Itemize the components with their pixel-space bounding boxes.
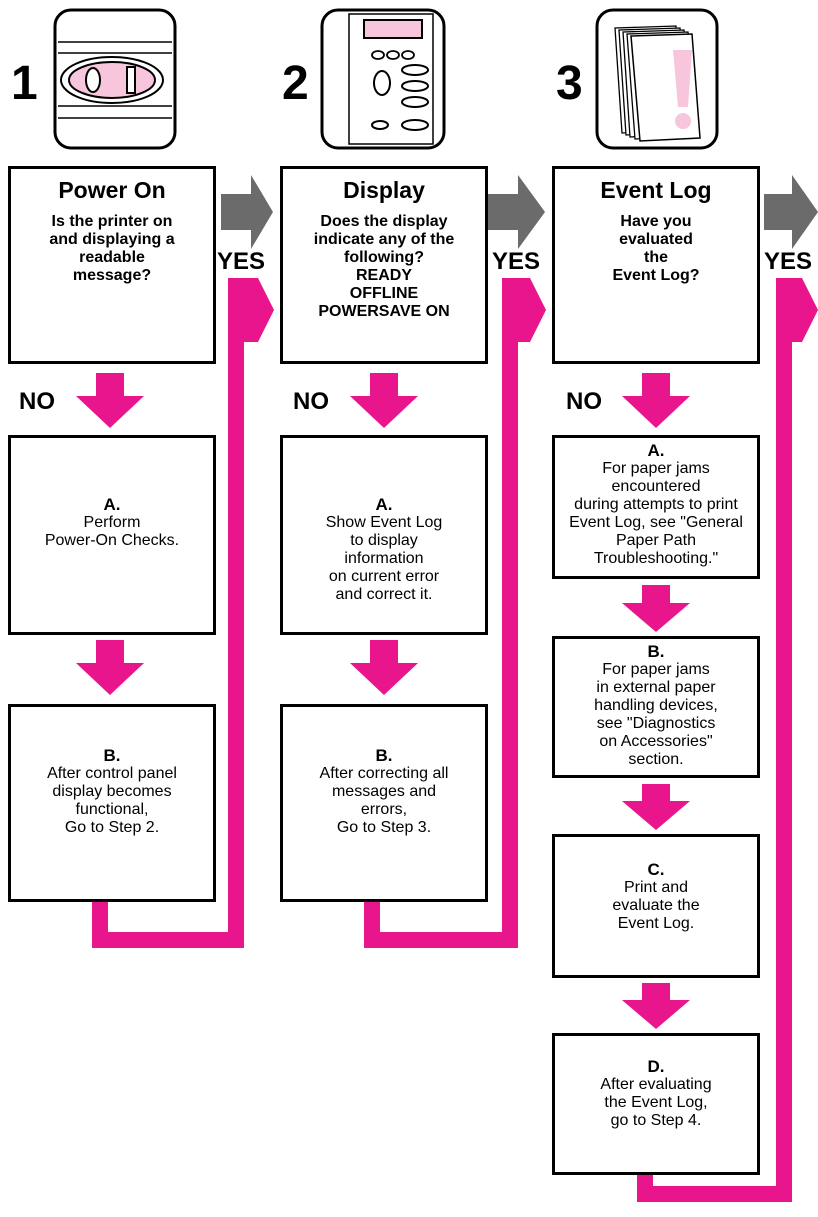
action-label-2b: B. [375,746,393,765]
yes-arrow-2 [502,278,546,342]
down-arrow-3b [622,585,690,632]
question-text-event-log: Have you evaluated the Event Log? [612,213,700,284]
action-box-1a: A. Perform Power-On Checks. [8,435,216,635]
return-connector-3 [637,296,792,1202]
gray-arrow-1 [221,175,273,249]
yes-label-3: YES [764,248,813,275]
action-box-2b: B. After correcting all messages and err… [280,704,488,902]
action-box-3a: A. For paper jams encountered during att… [552,435,760,579]
gray-arrow-2 [488,175,545,249]
action-text-3c: Print and evaluate the Event Log. [612,879,700,932]
step-number-1: 1 [11,57,38,110]
action-label-3c: C. [647,860,665,879]
action-label-1b: B. [103,746,121,765]
yes-arrow-3 [776,278,818,342]
down-arrow-1b [76,640,144,695]
yes-label-1: YES [217,248,266,275]
question-box-display: Display Does the display indicate any of… [280,166,488,364]
action-text-2a: Show Event Log to display information on… [325,514,443,603]
down-arrow-3c [622,784,690,830]
paper-stack-warning-icon [595,8,719,150]
question-box-power-on: Power On Is the printer on and displayin… [8,166,216,364]
action-box-3d: D. After evaluating the Event Log, go to… [552,1033,760,1175]
no-label-3: NO [566,388,602,415]
action-box-3c: C. Print and evaluate the Event Log. [552,834,760,978]
return-connector-1 [92,296,244,948]
action-text-1a: Perform Power-On Checks. [44,514,180,549]
yes-arrow-1 [228,278,274,342]
step-title-event-log: Event Log [600,177,712,203]
yes-label-2: YES [492,248,541,275]
power-switch-icon [53,8,177,150]
no-arrow-2 [350,373,418,428]
step-number-2: 2 [282,57,309,110]
no-label-2: NO [293,388,329,415]
step-title-display: Display [343,177,425,203]
down-arrow-2b [350,640,418,695]
action-label-1a: A. [103,495,121,514]
action-text-2b: After correcting all messages and errors… [319,765,449,836]
action-label-3d: D. [647,1057,665,1076]
action-box-1b: B. After control panel display becomes f… [8,704,216,902]
action-label-2a: A. [375,495,393,514]
gray-arrow-3 [764,175,818,249]
no-arrow-1 [76,373,144,428]
control-panel-icon [320,8,446,150]
action-box-3b: B. For paper jams in external paper hand… [552,636,760,778]
question-text-power-on: Is the printer on and displaying a reada… [49,213,175,284]
return-connector-2 [364,296,518,948]
action-text-3a: For paper jams encountered during attemp… [569,460,743,567]
no-arrow-3 [622,373,690,428]
step-title-power-on: Power On [58,177,166,203]
down-arrow-3d [622,983,690,1029]
action-text-3b: For paper jams in external paper handlin… [594,661,718,768]
step-number-3: 3 [556,57,583,110]
question-text-display: Does the display indicate any of the fol… [313,213,455,320]
action-box-2a: A. Show Event Log to display information… [280,435,488,635]
question-box-event-log: Event Log Have you evaluated the Event L… [552,166,760,364]
no-label-1: NO [19,388,55,415]
action-text-3d: After evaluating the Event Log, go to St… [600,1076,712,1129]
action-label-3a: A. [647,441,665,460]
action-label-3b: B. [647,642,665,661]
action-text-1b: After control panel display becomes func… [47,765,177,836]
